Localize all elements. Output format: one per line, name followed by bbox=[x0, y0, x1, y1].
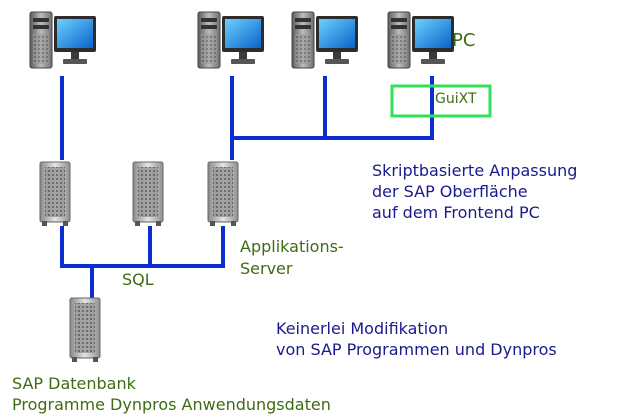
server-2-icon bbox=[132, 161, 164, 227]
database-label-line-1: SAP Datenbank bbox=[12, 374, 136, 393]
server-1-icon bbox=[39, 161, 71, 227]
script-note-line-3: auf dem Frontend PC bbox=[372, 203, 540, 222]
app-server-label: Applikations- Server bbox=[240, 236, 344, 280]
no-modification-line-2: von SAP Programmen und Dynpros bbox=[276, 340, 557, 359]
pc-label: PC bbox=[452, 30, 476, 51]
pc-2-icon bbox=[197, 11, 265, 69]
no-modification-note: Keinerlei Modifikation von SAP Programme… bbox=[276, 318, 557, 360]
pc-1-icon bbox=[29, 11, 97, 69]
guixt-label: GuiXT bbox=[435, 91, 477, 107]
database-label-line-2: Programme Dynpros Anwendungsdaten bbox=[12, 395, 331, 414]
pc-3-icon bbox=[291, 11, 359, 69]
app-server-label-line-1: Applikations- bbox=[240, 237, 344, 256]
server-3-icon bbox=[207, 161, 239, 227]
database-server-icon bbox=[69, 297, 101, 363]
script-note-line-2: der SAP Oberfläche bbox=[372, 182, 528, 201]
guixt-box bbox=[390, 84, 492, 118]
database-label: SAP Datenbank Programme Dynpros Anwendun… bbox=[12, 373, 331, 415]
script-customization-note: Skriptbasierte Anpassung der SAP Oberflä… bbox=[372, 160, 577, 223]
app-server-label-line-2: Server bbox=[240, 259, 293, 278]
sql-label: SQL bbox=[122, 270, 154, 289]
pc-4-icon bbox=[387, 11, 455, 69]
script-note-line-1: Skriptbasierte Anpassung bbox=[372, 161, 578, 180]
no-modification-line-1: Keinerlei Modifikation bbox=[276, 319, 449, 338]
